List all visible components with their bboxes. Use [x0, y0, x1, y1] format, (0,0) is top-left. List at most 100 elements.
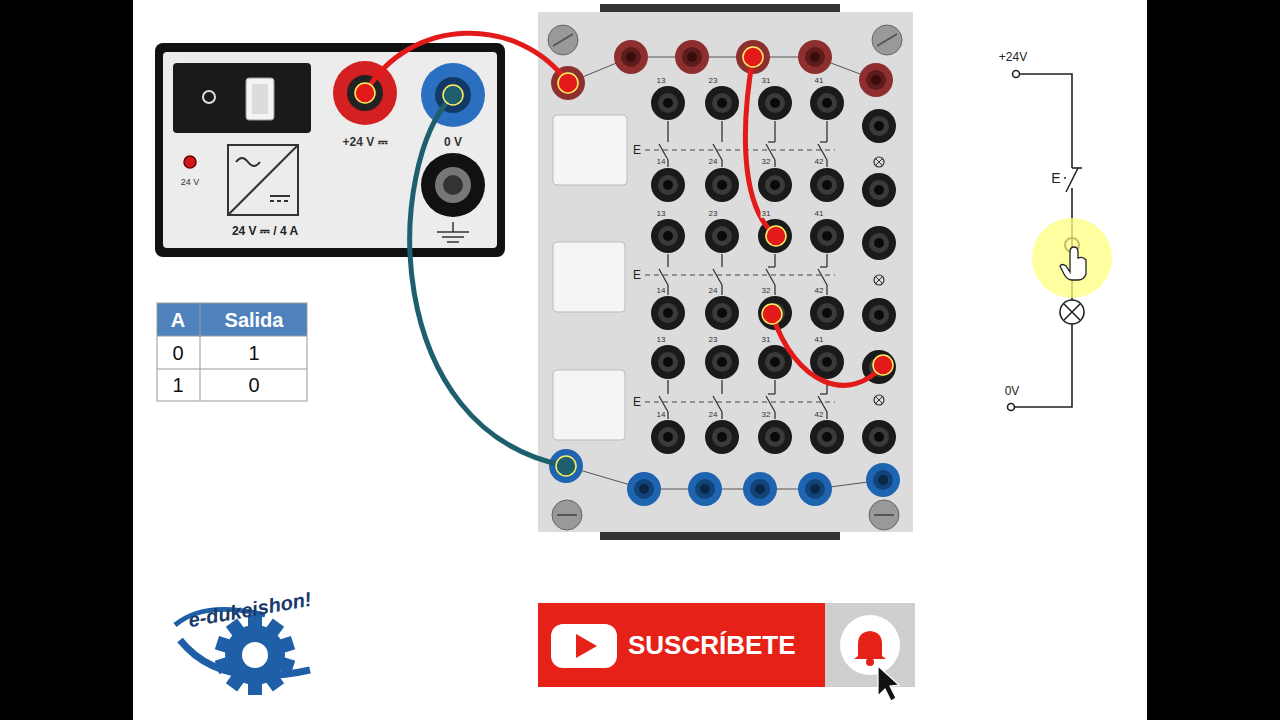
socket-hole	[639, 484, 649, 494]
socket-ring	[765, 93, 785, 113]
led-label: 24 V	[181, 178, 200, 187]
drawing-polygon	[576, 634, 597, 658]
contact-number: 32	[761, 411, 772, 419]
socket-ring	[869, 427, 889, 447]
contact-line	[667, 412, 668, 419]
socket-ring	[712, 93, 732, 113]
drawing-circle	[355, 83, 375, 103]
drawing-circle	[872, 25, 902, 55]
socket	[810, 296, 844, 330]
schematic-label: 0V	[1005, 385, 1020, 398]
subscribe-button: SUSCRÍBETE	[538, 603, 825, 687]
contact-line	[667, 121, 668, 142]
socket	[862, 420, 896, 454]
nc-hook	[820, 141, 827, 142]
socket-ring	[869, 233, 889, 253]
drawing-rect	[163, 52, 497, 248]
contact-line	[667, 254, 668, 267]
socket	[798, 40, 832, 74]
socket-hole	[717, 308, 727, 318]
schematic-label: E	[1051, 171, 1060, 186]
nc-hook	[768, 141, 775, 142]
contact-line	[774, 285, 775, 295]
side-bar	[0, 0, 133, 720]
wire	[745, 57, 776, 236]
socket-hole	[717, 180, 727, 190]
socket-hole	[871, 75, 881, 85]
drawing-polyline	[566, 466, 883, 489]
contact-line	[826, 160, 827, 167]
socket	[862, 298, 896, 332]
drawing-line	[442, 236, 464, 238]
drawing-line	[452, 222, 454, 232]
contact-line	[826, 254, 827, 267]
contact-line	[667, 380, 668, 394]
socket-hole	[663, 357, 673, 367]
actuator-line	[645, 401, 835, 402]
lamp-symbol	[874, 395, 884, 405]
truth-table	[157, 303, 307, 401]
socket	[866, 463, 900, 497]
socket-hole	[822, 308, 832, 318]
socket-hole	[874, 432, 884, 442]
contact-number: 41	[814, 336, 825, 344]
drawing-line	[157, 369, 307, 370]
wire	[410, 95, 566, 466]
drawing-line	[1064, 304, 1080, 320]
actuator-line	[645, 274, 835, 275]
socket-ring	[658, 175, 678, 195]
socket-ring	[765, 427, 785, 447]
drawing-polyline	[1015, 324, 1072, 407]
socket-hole	[755, 484, 765, 494]
contact-number: 42	[814, 411, 825, 419]
socket-hole	[626, 52, 636, 62]
contact-number: 32	[761, 158, 772, 166]
pushbutton-label: E	[632, 144, 642, 157]
drawing-rect	[538, 12, 913, 532]
contact-blade	[713, 396, 722, 412]
socket-ring	[750, 479, 770, 499]
socket-hole	[822, 180, 832, 190]
socket	[798, 472, 832, 506]
table-cell: 0	[172, 343, 183, 364]
lamp-symbol	[876, 277, 883, 284]
socket-ring	[712, 303, 732, 323]
socket-ring	[817, 352, 837, 372]
drawing-g	[355, 47, 893, 476]
drawing-polygon	[878, 666, 899, 701]
socket	[862, 226, 896, 260]
socket	[675, 40, 709, 74]
contact-number: 24	[708, 411, 719, 419]
nc-hook	[768, 266, 775, 267]
socket	[614, 40, 648, 74]
socket-hole	[700, 484, 710, 494]
drawing-circle	[421, 63, 485, 127]
socket-hole	[770, 180, 780, 190]
socket-ring	[805, 479, 825, 499]
contact-number: 13	[656, 77, 667, 85]
contact-blade	[659, 396, 668, 412]
drawing-rect	[553, 115, 627, 185]
plug	[766, 226, 786, 246]
hand-cursor	[1060, 247, 1086, 280]
contact-line	[774, 380, 775, 394]
drawing-line	[228, 145, 298, 215]
drawing-line	[1064, 177, 1068, 179]
plug	[443, 85, 463, 105]
contact-line	[774, 412, 775, 419]
contact-number: 23	[708, 336, 719, 344]
contact-line	[826, 412, 827, 419]
lamp-symbol	[876, 397, 883, 404]
drawing-rect	[246, 78, 274, 120]
contact-number: 24	[708, 287, 719, 295]
socket-hole	[663, 308, 673, 318]
contact-number: 31	[761, 210, 772, 218]
drawing-rect	[157, 303, 307, 401]
contact-blade	[659, 269, 668, 285]
drawing-line	[1064, 304, 1080, 320]
socket-ring	[869, 305, 889, 325]
drawing-rect	[551, 624, 617, 668]
socket-ring	[658, 93, 678, 113]
socket-ring	[634, 479, 654, 499]
socket-hole	[663, 432, 673, 442]
